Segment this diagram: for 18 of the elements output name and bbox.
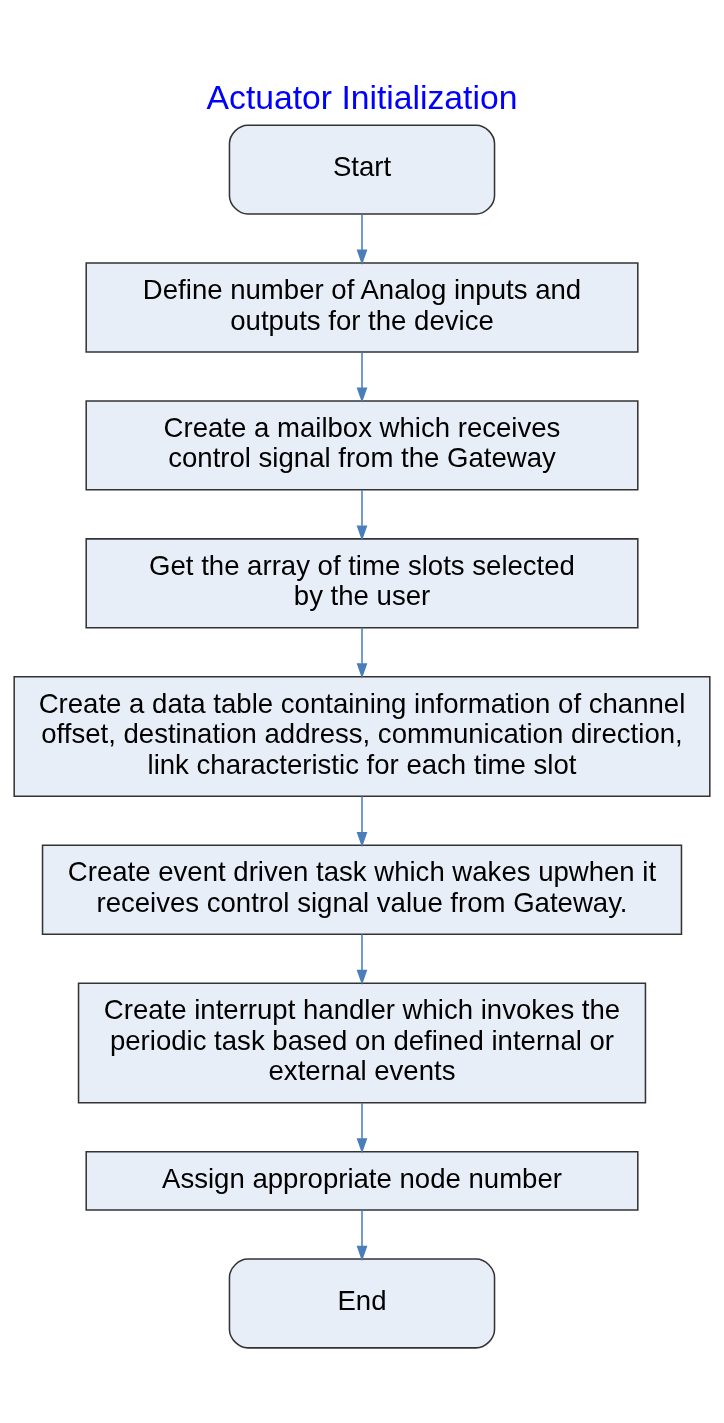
node-box: Create a mailbox which receives control signal from the Gateway	[85, 399, 639, 491]
arrow	[356, 795, 368, 847]
node-box: Assign appropriate node number	[85, 1150, 639, 1211]
node-box: Start	[228, 123, 496, 215]
arrow	[356, 351, 368, 403]
node-box: Get the array of time slots selected by the user	[85, 537, 639, 628]
arrow	[356, 1101, 368, 1154]
node-box: Create a data table containing information of channel offset, destination address, communication direction, link characteristic for each time slot	[13, 675, 711, 797]
node-box: End	[228, 1257, 496, 1349]
arrow	[356, 1208, 368, 1261]
arrow	[356, 213, 368, 265]
arrow	[356, 489, 368, 541]
node-box: Create interrupt handler which invokes the periodic task based on defined internal or external events	[77, 981, 647, 1103]
node-box: Define number of Analog inputs and outputs for the device	[85, 261, 639, 353]
arrow	[356, 933, 368, 985]
arrow	[356, 626, 368, 679]
diagram-title: Actuator Initialization	[206, 77, 518, 116]
node-box: Create event driven task which wakes upwhen it receives control signal value from Gateway.	[41, 844, 683, 935]
